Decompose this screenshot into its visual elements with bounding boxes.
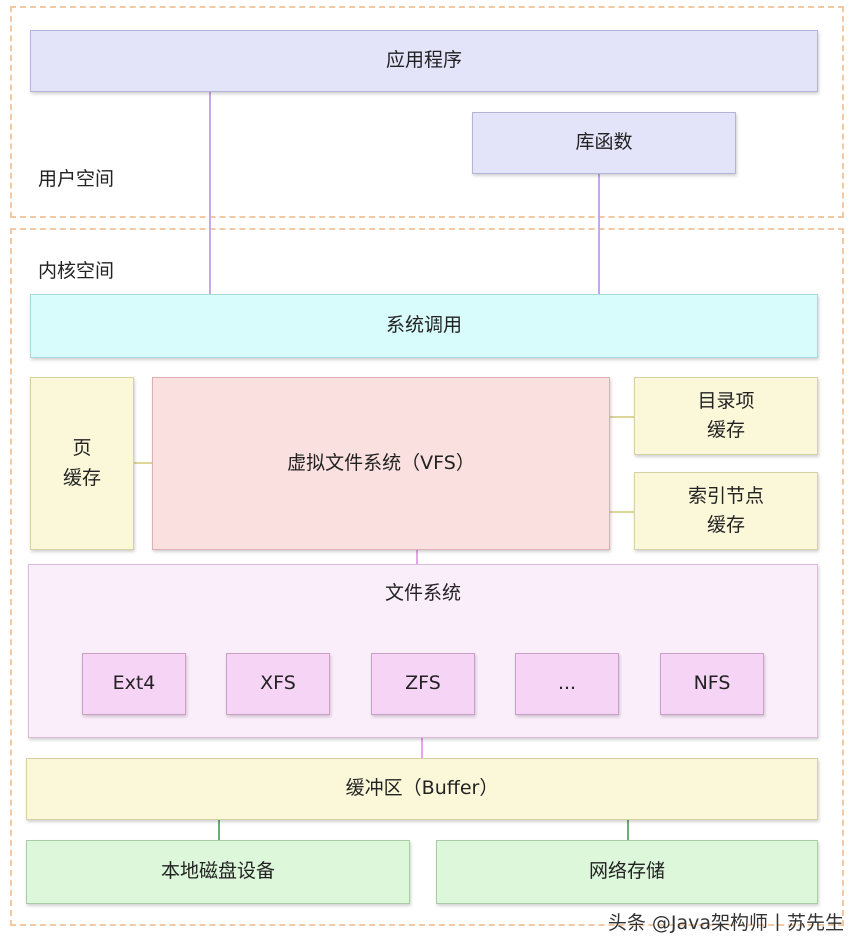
dentry-cache-label: 目录项 缓存 [697, 389, 755, 441]
network-storage-label: 网络存储 [588, 860, 665, 883]
user-space-region [10, 6, 844, 218]
library-label: 库函数 [575, 131, 633, 154]
fs-item-label: ZFS [405, 672, 441, 695]
vfs-to-dentry-line [610, 416, 634, 418]
local-disk-label: 本地磁盘设备 [160, 860, 275, 883]
fs-item-label: NFS [693, 672, 731, 695]
buffer-to-disk-line [218, 820, 220, 840]
fs-item-more: ... [515, 653, 619, 715]
buffer-to-network-line [627, 820, 629, 840]
fs-item-xfs: XFS [226, 653, 330, 715]
vfs-to-fs-line [416, 550, 418, 564]
application-box: 应用程序 [30, 30, 818, 92]
application-label: 应用程序 [385, 49, 462, 72]
dentry-cache-box: 目录项 缓存 [634, 377, 818, 455]
filesystem-label: 文件系统 [384, 582, 461, 604]
vfs-label: 虚拟文件系统（VFS） [287, 451, 475, 474]
app-to-syscall-line [209, 92, 211, 294]
syscall-box: 系统调用 [30, 294, 818, 358]
local-disk-box: 本地磁盘设备 [26, 840, 410, 904]
fs-item-nfs: NFS [660, 653, 764, 715]
user-space-label: 用户空间 [38, 168, 115, 190]
inode-cache-box: 索引节点 缓存 [634, 472, 818, 550]
fs-item-ext4: Ext4 [82, 653, 186, 715]
fs-item-label: ... [557, 672, 577, 695]
kernel-space-label: 内核空间 [38, 260, 115, 282]
vfs-box: 虚拟文件系统（VFS） [152, 377, 610, 550]
inode-cache-label: 索引节点 缓存 [687, 484, 764, 536]
fs-item-label: Ext4 [112, 672, 156, 695]
lib-to-syscall-line [598, 174, 600, 294]
page-cache-box: 页 缓存 [30, 377, 134, 550]
fs-item-label: XFS [260, 672, 296, 695]
vfs-to-inode-line [610, 511, 634, 513]
buffer-label: 缓冲区（Buffer） [345, 777, 499, 800]
pagecache-to-vfs-line [134, 462, 152, 464]
buffer-box: 缓冲区（Buffer） [26, 758, 818, 820]
watermark: 头条 @Java架构师丨苏先生 [607, 912, 844, 934]
network-storage-box: 网络存储 [436, 840, 818, 904]
page-cache-label: 页 缓存 [62, 437, 101, 489]
fs-to-buffer-line [421, 738, 423, 758]
syscall-label: 系统调用 [385, 314, 462, 337]
kernel-space-region [10, 228, 844, 926]
library-box: 库函数 [472, 112, 736, 174]
fs-item-zfs: ZFS [371, 653, 475, 715]
